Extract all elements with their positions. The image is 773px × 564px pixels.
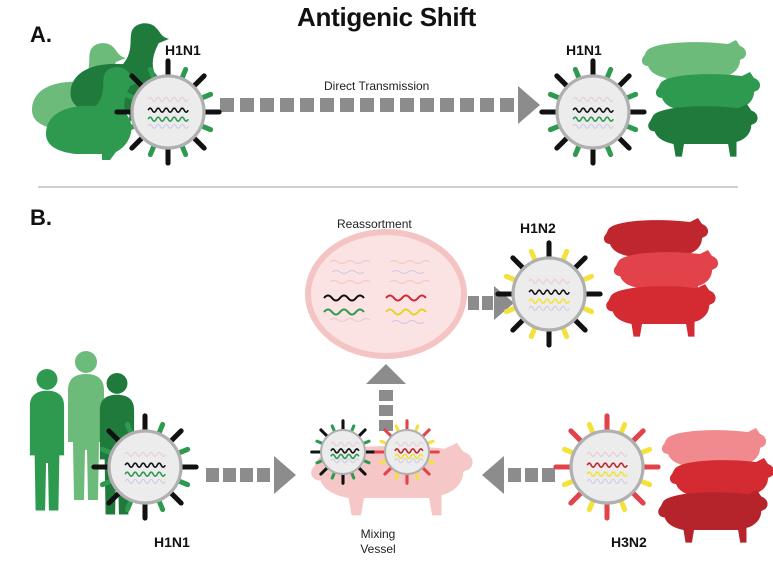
result-arrow <box>468 286 514 320</box>
virion-mix-h3n2 <box>374 419 440 485</box>
mixing-vessel-line1: Mixing <box>360 527 396 541</box>
pigs-red-lower-group <box>658 428 773 543</box>
up-arrow <box>366 364 406 431</box>
virion-swine-h3n2 <box>553 413 661 521</box>
result-strain-label: H1N2 <box>520 220 556 236</box>
pig-red-deep-icon <box>658 490 768 543</box>
swine-to-pig-arrow <box>482 456 555 494</box>
virion-pig-h1n1 <box>539 58 647 166</box>
panel-b-label: B. <box>30 205 52 230</box>
virion-duck-h1n1 <box>114 58 222 166</box>
swine-strain-label: H3N2 <box>611 534 647 550</box>
pigs-top-group <box>641 40 761 157</box>
pig-dark-green-icon <box>648 104 758 157</box>
panel-a-target-strain: H1N1 <box>566 42 602 58</box>
page-title: Antigenic Shift <box>297 2 476 32</box>
human-mid-icon <box>29 368 65 511</box>
virion-human-h1n1 <box>91 413 199 521</box>
panel-a-source-strain: H1N1 <box>165 42 201 58</box>
virion-mix-h1n1 <box>310 419 376 485</box>
human-strain-label: H1N1 <box>154 534 190 550</box>
panel-a-label: A. <box>30 22 52 47</box>
pig-red-icon <box>606 284 716 337</box>
pigs-red-upper-group <box>603 218 719 337</box>
direct-transmission-arrow <box>220 86 540 124</box>
virions-layer <box>91 58 661 521</box>
human-to-pig-arrow <box>206 456 296 494</box>
reassortment-cell <box>305 229 467 359</box>
human-light-icon <box>68 351 104 500</box>
reassortment-label: Reassortment <box>337 217 412 231</box>
direct-transmission-label: Direct Transmission <box>324 79 430 93</box>
virion-result-h1n2 <box>495 240 603 348</box>
mixing-vessel-line2: Vessel <box>360 542 396 556</box>
